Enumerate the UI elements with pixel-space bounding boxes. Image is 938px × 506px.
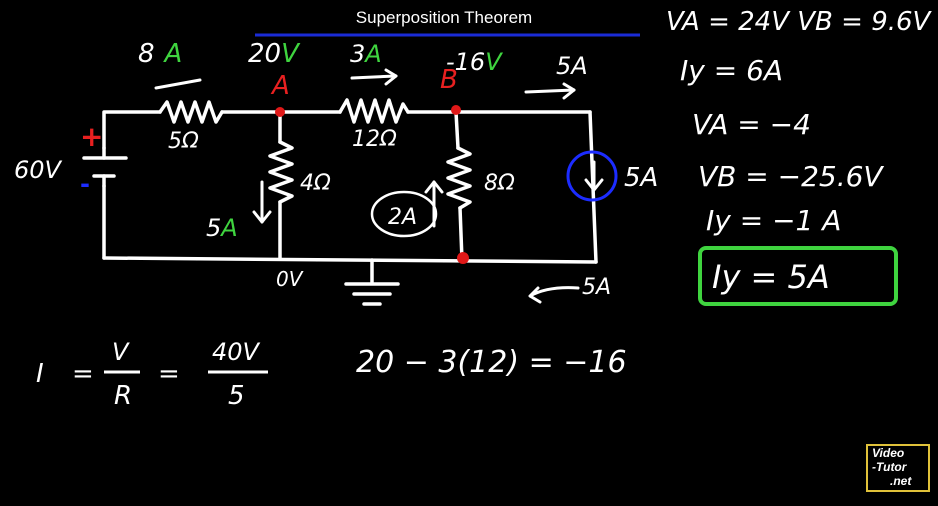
r4-current-label: 2A xyxy=(388,205,417,230)
ohm-law-i: I xyxy=(36,359,44,389)
r3-value-label: 12Ω xyxy=(352,127,397,152)
top-right-current-label: 5A xyxy=(556,52,588,80)
ohm-law-equals-2: = xyxy=(158,359,180,389)
result-line-1: VA = 24V VB = 9.6V xyxy=(666,7,933,37)
result-line-4: VB = −25.6V xyxy=(698,160,884,193)
wire-b-down xyxy=(454,110,460,150)
node-a-label: A xyxy=(270,71,290,101)
arrow-i-r1 xyxy=(154,78,202,90)
resistor-4-ohm xyxy=(268,140,294,204)
ohm-law-v: V xyxy=(112,338,130,366)
resistor-8-ohm xyxy=(446,146,472,210)
current-source-label: 5A xyxy=(624,163,658,193)
i-r4-circle xyxy=(370,190,438,238)
arrow-i-r3-head xyxy=(384,68,398,86)
video-tutor-logo: Video -Tutor .net xyxy=(866,444,930,492)
node-a-voltage-label: 20V xyxy=(248,39,301,69)
current-source-circle xyxy=(566,150,618,202)
r4-value-label: 8Ω xyxy=(484,171,515,196)
node-bottom-dot xyxy=(457,252,469,264)
node-a-dot xyxy=(275,107,285,117)
final-answer: Iy = 5A xyxy=(712,258,830,296)
resistor-12-ohm xyxy=(338,98,410,124)
circuit-diagram xyxy=(82,98,598,306)
logo-line-2: -Tutor xyxy=(872,460,907,474)
wire-left-top xyxy=(102,110,162,150)
result-line-5: Iy = −1 A xyxy=(706,204,841,237)
arrow-i-r3-shaft xyxy=(350,74,398,80)
resistor-5-ohm xyxy=(158,100,224,124)
wire-8-ohm-bottom xyxy=(458,206,464,262)
arrow-i-source-head xyxy=(584,178,604,192)
logo-line-1: Video xyxy=(872,446,905,460)
bottom-current-label: 5A xyxy=(582,275,611,300)
result-line-3: VA = −4 xyxy=(692,108,811,141)
r2-current-label: 5A xyxy=(206,214,238,242)
ohm-law-denominator: 5 xyxy=(228,381,245,411)
ohm-law-numerator: 40V xyxy=(212,338,261,366)
node-b-label: B xyxy=(440,65,458,95)
wire-bottom xyxy=(102,256,598,264)
arrow-i-r4-head xyxy=(424,180,444,194)
page-title: Superposition Theorem xyxy=(356,8,532,27)
final-answer-box xyxy=(698,246,898,306)
source-voltage-label: 60V xyxy=(14,156,63,184)
node-b-dot xyxy=(451,105,461,115)
arrow-i-top-right-head xyxy=(562,82,576,100)
arrow-i-top-right-shaft xyxy=(524,88,576,94)
ohm-law-r: R xyxy=(114,381,132,411)
ohm-law-equals-1: = xyxy=(72,359,94,389)
arrow-i-r2-head xyxy=(252,210,272,224)
logo-line-3: .net xyxy=(890,474,912,488)
r1-value-label: 5Ω xyxy=(168,129,199,154)
result-line-2: Iy = 6A xyxy=(680,54,783,87)
ground-voltage-label: 0V xyxy=(276,267,304,291)
node-b-calculation: 20 − 3(12) = −16 xyxy=(356,345,627,380)
r3-current-label: 3A xyxy=(350,40,382,68)
r2-value-label: 4Ω xyxy=(300,171,331,196)
arrow-i-bottom xyxy=(528,286,580,304)
source-minus-sign: - xyxy=(80,170,90,198)
node-b-voltage-label: -16V xyxy=(446,48,503,76)
source-plus-sign: + xyxy=(80,120,103,153)
